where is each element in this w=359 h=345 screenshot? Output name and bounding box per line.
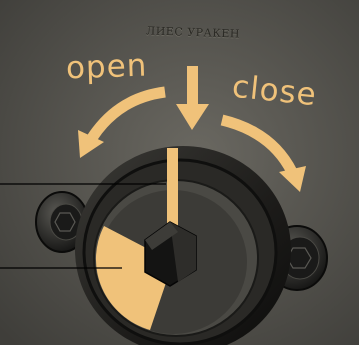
open-label: open [65, 51, 147, 85]
close-label: close [231, 72, 319, 112]
